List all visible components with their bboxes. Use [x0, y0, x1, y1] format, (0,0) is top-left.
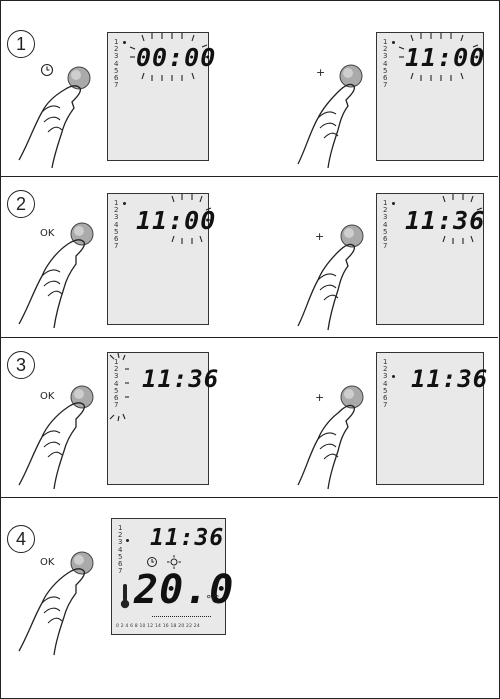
schedule-bar — [152, 610, 212, 617]
hour-ticks — [116, 619, 224, 621]
temperature-unit: °C — [206, 593, 219, 606]
blinking-rays — [108, 353, 130, 423]
hand-pressing-button-icon — [296, 60, 386, 170]
blinking-rays — [164, 194, 212, 244]
day-indicator-dot — [392, 202, 395, 205]
step-number: 3 — [7, 351, 35, 379]
day-indicator-dot — [123, 202, 126, 205]
hand-pressing-button-icon — [14, 216, 104, 331]
thermometer-icon — [120, 583, 130, 609]
hour-scale: 0 2 4 6 8 10 12 14 16 18 20 22 24 — [116, 624, 200, 629]
blinking-rays — [397, 33, 479, 81]
blinking-rays — [435, 194, 483, 244]
clock-time: 11:36 — [411, 365, 488, 393]
day-indicator-dot — [126, 539, 129, 542]
hand-pressing-button-icon — [14, 60, 104, 170]
clock-icon — [40, 63, 54, 77]
day-indicator-dot — [123, 41, 126, 44]
hand-pressing-button-icon — [296, 377, 386, 492]
hand-pressing-button-icon — [14, 543, 104, 658]
clock-time: 11:36 — [142, 365, 219, 393]
hand-pressing-button-icon — [296, 218, 386, 333]
clock-time: 11:36 — [150, 525, 224, 551]
blinking-rays — [128, 33, 208, 81]
step-number: 1 — [7, 30, 35, 58]
day-indicator-dot — [392, 375, 395, 378]
step-number: 2 — [7, 190, 35, 218]
temperature-value: 20.0 — [134, 567, 234, 613]
day-indicator-dot — [392, 41, 395, 44]
hand-pressing-button-icon — [14, 377, 104, 492]
